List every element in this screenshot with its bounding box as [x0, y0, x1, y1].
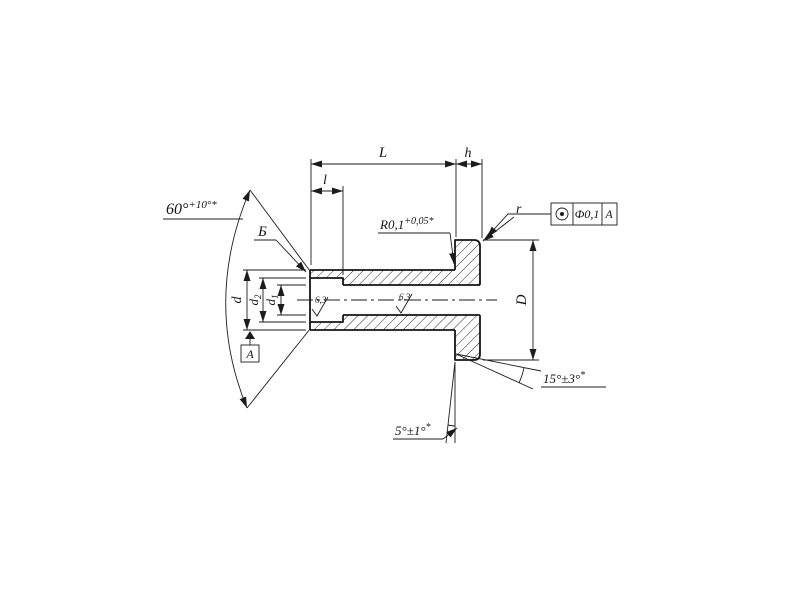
dimension-d2: d2 [246, 277, 306, 323]
dimension-label-d1: d1 [263, 295, 280, 306]
dimension-label-d: d [230, 296, 245, 304]
detail-label: Б [257, 224, 267, 240]
tolerance-leader [486, 213, 551, 238]
cone-line-top [249, 189, 311, 272]
concentricity-icon [555, 207, 569, 221]
section-hatching [310, 240, 480, 360]
dimension-d1: d1 [263, 284, 306, 316]
roughness-check-icon [311, 296, 329, 317]
datum-letter: A [245, 347, 254, 361]
angle-line [455, 353, 542, 372]
cone-angle-dimension: 60°+10°* [163, 189, 311, 409]
taper-angle-dimension: 5°±1°* [393, 361, 458, 444]
hatch-top-wall [310, 240, 480, 285]
fillet-leader [449, 232, 457, 265]
dimension-d: d [230, 269, 306, 331]
roughness-value: 6,3 [315, 295, 327, 305]
dimension-label-h: h [465, 146, 472, 161]
corner-radius-label: r [516, 202, 522, 217]
datum-symbol: A [240, 331, 260, 363]
roughness-mark-counterbore: 6,3 [311, 295, 329, 317]
taper-angle-label: 5°±1°* [395, 422, 431, 438]
taper-angle-leader [442, 427, 458, 440]
flange-angle-dimension: 15°±3°* [455, 353, 606, 390]
flange-angle-label: 15°±3°* [543, 370, 585, 386]
datum-triangle [245, 331, 255, 339]
tolerance-frame-box [550, 202, 618, 226]
concentricity-icon-center [560, 212, 564, 216]
roughness-mark-bore: 6,3 [395, 292, 413, 314]
dimension-D: D [483, 239, 539, 361]
cone-line-bottom [246, 328, 311, 409]
roughness-check-icon [395, 293, 413, 314]
dimension-label-D: D [514, 294, 530, 306]
dimension-label-l: l [323, 173, 327, 188]
angle-arc [518, 367, 525, 384]
angle-arc [447, 424, 456, 427]
detail-callout: Б [254, 224, 307, 273]
angle-line [455, 353, 534, 390]
detail-leader [275, 239, 307, 273]
fillet-callout: R0,1+0,05* [378, 216, 457, 265]
dimension-label-L: L [378, 145, 387, 161]
corner-radius-leader [482, 216, 515, 242]
corner-radius-callout: r [482, 202, 522, 242]
dimension-l: l [311, 173, 344, 275]
roughness-value: 6,3 [399, 292, 411, 302]
dimension-L: L [310, 145, 457, 265]
cone-angle-arc [225, 189, 251, 409]
tolerance-frame: Ф0,1 A [486, 202, 618, 238]
hatch-bottom-wall [310, 315, 480, 360]
cone-angle-label: 60°+10°* [166, 199, 217, 218]
datum-box [240, 344, 260, 363]
dimension-h: h [456, 146, 483, 238]
dimension-label-d2: d2 [246, 294, 263, 306]
fillet-label: R0,1+0,05* [379, 216, 433, 232]
tolerance-value: Ф0,1 [575, 207, 600, 221]
tolerance-datum: A [604, 207, 613, 221]
